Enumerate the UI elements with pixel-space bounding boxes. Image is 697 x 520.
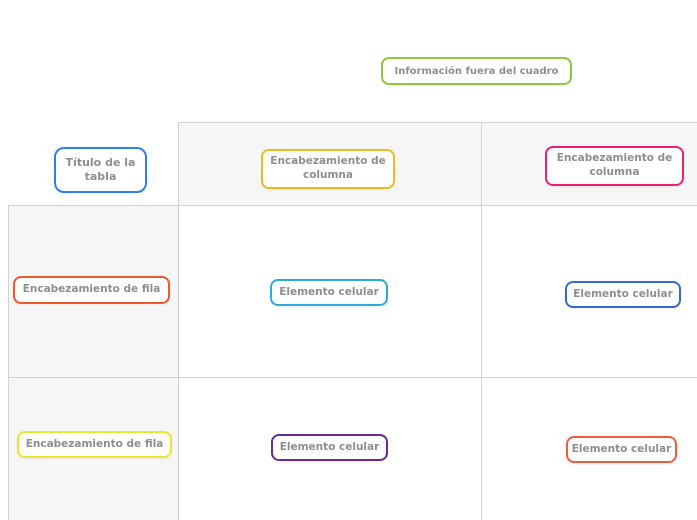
floating-topic-outside-info[interactable]: Información fuera del cuadro xyxy=(381,57,572,85)
table-title-node[interactable]: Título de la tabla xyxy=(54,147,147,193)
column-header-node-2[interactable]: Encabezamiento de columna xyxy=(545,146,684,186)
grid-hline-header-bottom xyxy=(8,205,697,206)
column-header-node-1[interactable]: Encabezamiento de columna xyxy=(261,149,395,189)
grid-vline-col2 xyxy=(481,122,482,520)
row-header-node-2[interactable]: Encabezamiento de fila xyxy=(17,431,172,458)
cell-element-node-3[interactable]: Elemento celular xyxy=(271,434,388,461)
grid-vline-left-edge xyxy=(8,205,9,520)
cell-element-node-1[interactable]: Elemento celular xyxy=(270,279,388,306)
cell-element-node-2[interactable]: Elemento celular xyxy=(565,281,681,308)
grid-hline-row-divider xyxy=(8,377,697,378)
grid-vline-col1 xyxy=(178,122,179,520)
cell-element-node-4[interactable]: Elemento celular xyxy=(566,436,677,463)
grid-hline-top xyxy=(178,122,697,123)
row-header-band xyxy=(9,206,178,520)
row-header-node-1[interactable]: Encabezamiento de fila xyxy=(13,276,170,304)
